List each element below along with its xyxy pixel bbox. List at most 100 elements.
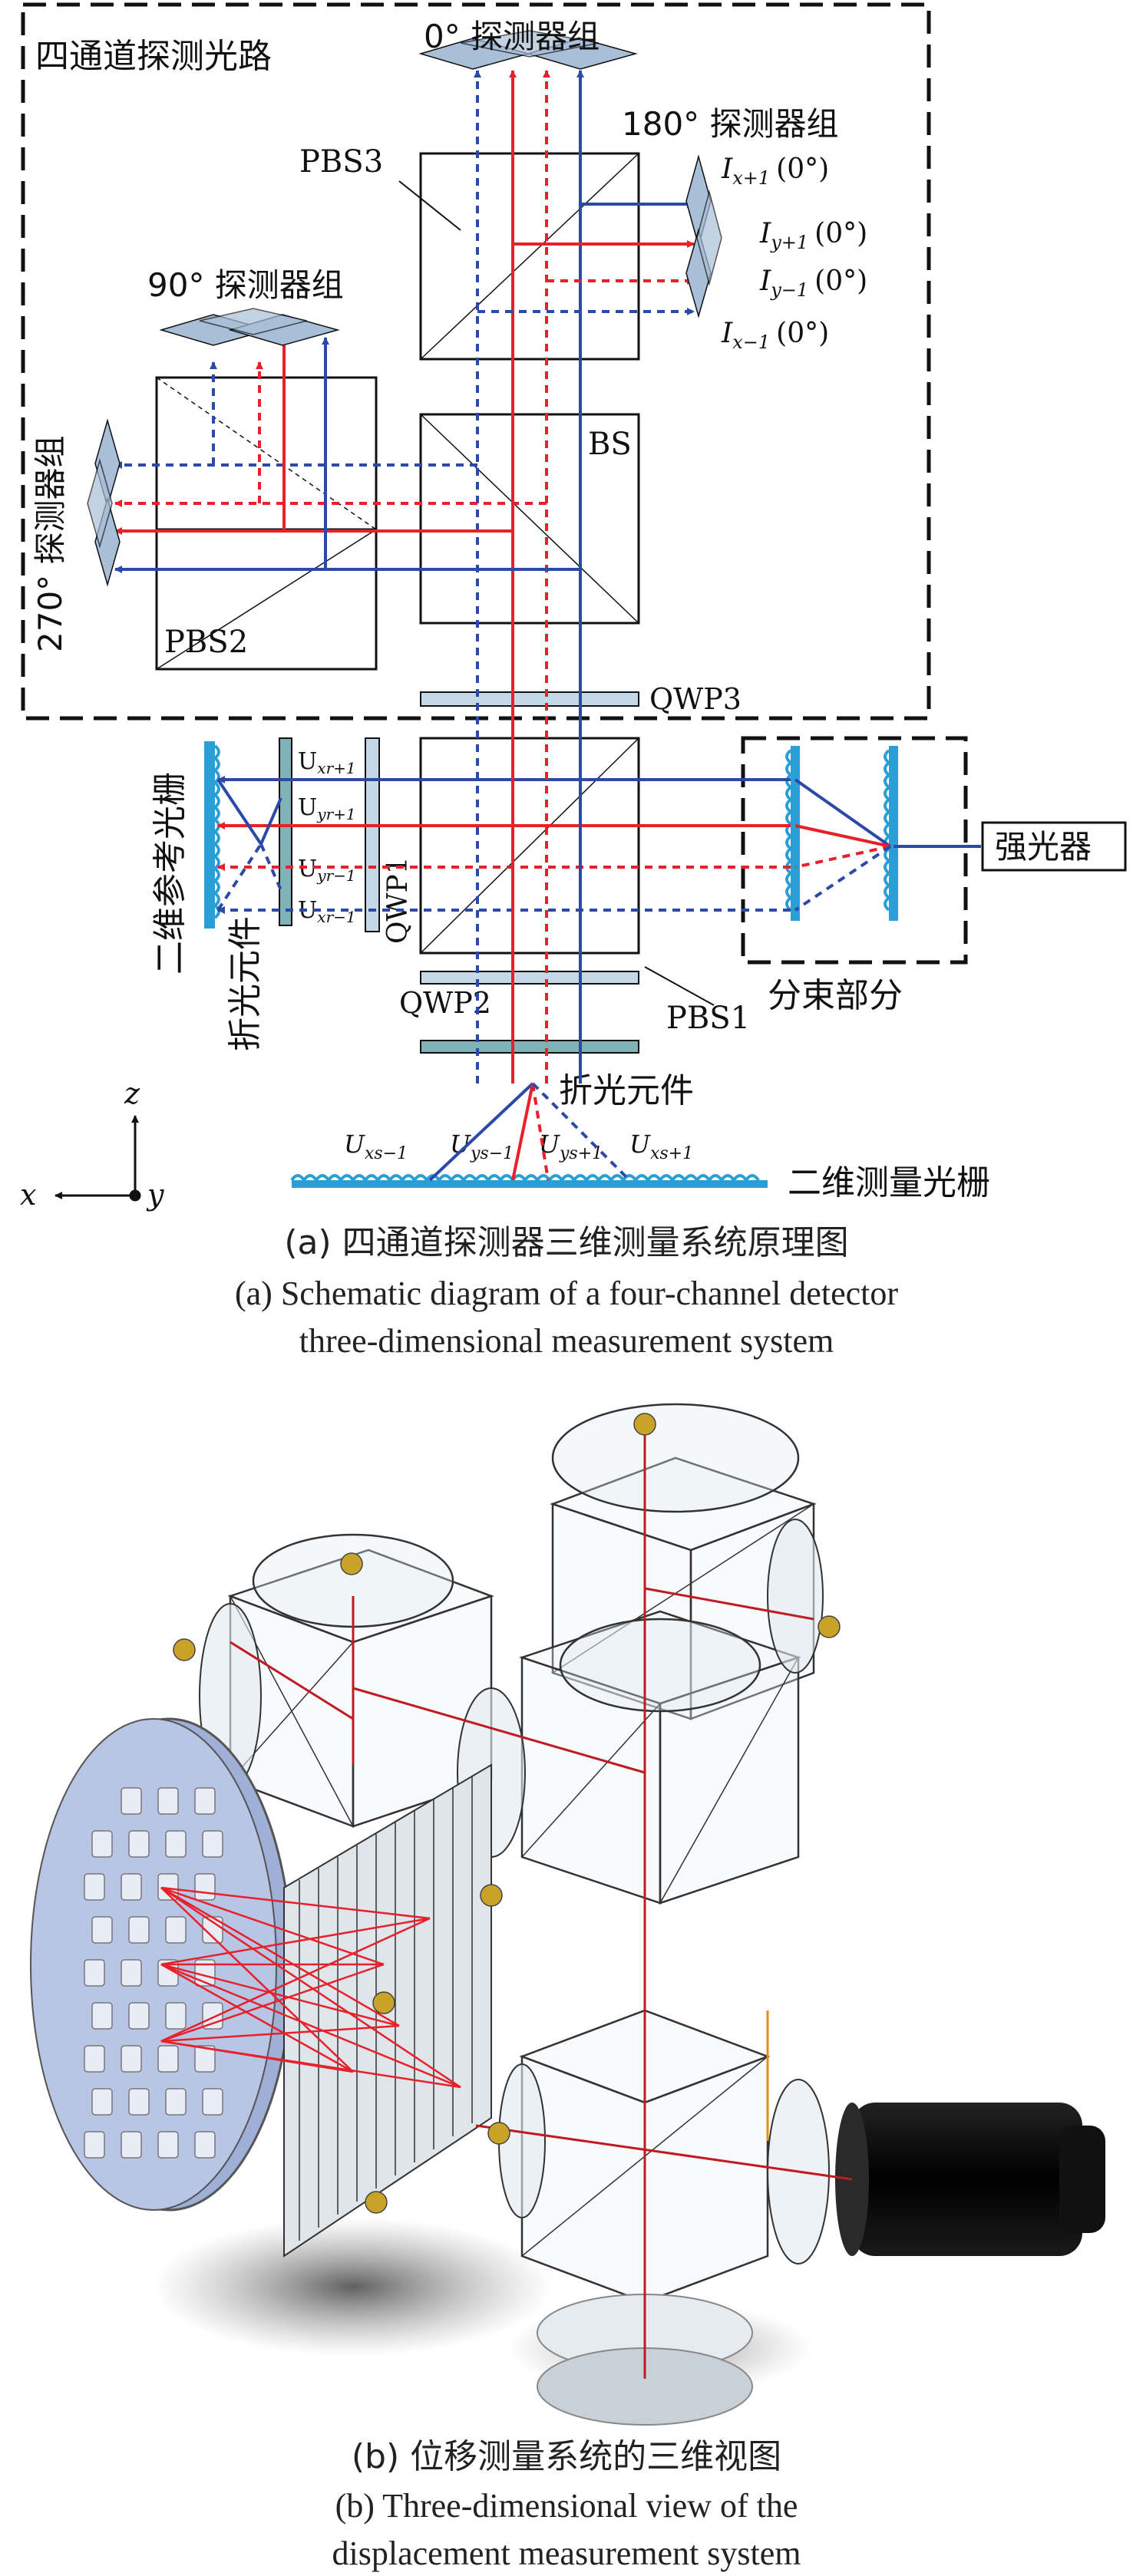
qwp2-label: QWP2	[399, 986, 491, 1020]
caption-b-cn: (b) 位移测量系统的三维视图	[352, 2437, 781, 2476]
beam-paths	[114, 70, 981, 1182]
grating-cell	[84, 2131, 105, 2159]
pbs1-leader	[644, 966, 715, 1006]
qwp1-label: QWP1	[382, 856, 414, 944]
grating-cell	[202, 2088, 223, 2116]
grating-cell	[121, 2045, 142, 2073]
measure-grating	[290, 1174, 768, 1188]
caption-a-en-2: three-dimensional measurement system	[299, 1322, 834, 1360]
grating-cell	[91, 2002, 113, 2030]
det-180-label: 180° 探测器组	[622, 105, 839, 143]
det-90-label: 90° 探测器组	[147, 266, 344, 304]
refractive-left-label: 折光元件	[226, 916, 265, 1051]
grating-cell	[194, 2131, 216, 2159]
pbs3-cube	[419, 152, 640, 361]
grating-cell	[128, 1916, 150, 1944]
u-reference-labels: Uxr+1 Uyr+1 Uyr−1 Uxr−1	[298, 748, 356, 926]
pbs2-label: PBS2	[164, 625, 248, 660]
grating-cell	[121, 1787, 142, 1815]
detector-90-group	[159, 308, 340, 346]
detector-0-group	[418, 30, 638, 70]
axes-indicator	[55, 1115, 141, 1202]
fan-beam	[160, 1963, 461, 2089]
svg-text:Uys+1: Uys+1	[539, 1130, 603, 1163]
svg-text:Uyr+1: Uyr+1	[298, 794, 356, 823]
u-measure-labels: Uxs−1 Uys−1 Uys+1 Uxs+1	[344, 1130, 693, 1163]
cube-upper-left	[227, 1533, 494, 1828]
pbs3-leader	[398, 180, 461, 231]
laser-box	[981, 821, 1127, 872]
grating-cell	[84, 1959, 105, 1987]
fan-beams	[160, 1886, 461, 2089]
axis-y-label: y	[146, 1178, 164, 1212]
beam-split-gratings	[785, 746, 898, 921]
beam-split-box	[741, 736, 968, 965]
i-labels: Ix+1(0°) Iy+1(0°) Iy−1(0°) Ix−1(0°)	[721, 153, 867, 353]
grating-cell	[157, 2131, 179, 2159]
grating-cell	[91, 1916, 113, 1944]
bs-label: BS	[588, 427, 632, 462]
svg-text:Uxr+1: Uxr+1	[298, 748, 356, 777]
photodetectors	[173, 1413, 841, 2214]
svg-text:Ix−1(0°): Ix−1(0°)	[721, 318, 829, 353]
cube-lower	[519, 2009, 771, 2304]
beam-split-label: 分束部分	[768, 976, 903, 1015]
fan-beam	[160, 1963, 385, 2043]
grating-cell	[84, 2045, 105, 2073]
fan-beam	[160, 2024, 400, 2043]
qwp1-plate	[365, 737, 380, 932]
svg-text:Uxs+1: Uxs+1	[629, 1130, 693, 1163]
grating-cell	[84, 1873, 105, 1901]
grating-cell	[165, 1830, 187, 1858]
cube-middle-right	[519, 1610, 801, 1905]
axis-z-label: z	[124, 1077, 140, 1110]
det-0-label: 0° 探测器组	[424, 18, 600, 55]
fan-beam	[160, 1886, 385, 1966]
bs-cube	[419, 413, 640, 625]
qwp2-plate-upper	[420, 971, 639, 985]
svg-text:Uxs−1: Uxs−1	[344, 1130, 408, 1163]
svg-text:Uyr−1: Uyr−1	[298, 856, 356, 885]
caption-a-en-1: (a) Schematic diagram of a four-channel …	[235, 1275, 898, 1312]
svg-text:Iy+1(0°): Iy+1(0°)	[759, 218, 867, 253]
reference-grating	[204, 741, 220, 928]
svg-text:Ix+1(0°): Ix+1(0°)	[721, 153, 829, 189]
qwp2-plate-lower	[420, 1040, 639, 1054]
svg-text:Iy−1(0°): Iy−1(0°)	[759, 266, 867, 301]
detector-270-group	[87, 418, 121, 587]
fan-beam	[160, 1887, 354, 2073]
grating-cell	[165, 2088, 187, 2116]
grating-cell	[165, 2002, 187, 2030]
pbs1-cube	[419, 737, 640, 955]
detector-180-group	[685, 154, 722, 318]
grating-cell	[202, 1830, 223, 1858]
grating-cell	[121, 2131, 142, 2159]
pbs1-label: PBS1	[666, 1001, 750, 1036]
fan-beam	[160, 1886, 461, 2089]
fan-beam	[160, 2040, 461, 2089]
qwp3-plate	[420, 691, 639, 707]
grating-cell	[128, 1830, 150, 1858]
fan-beam	[160, 1963, 400, 2027]
panel-b-3d-view: (b) 位移测量系统的三维视图 (b) Three-dimensional vi…	[30, 1403, 1105, 2572]
reference-grating-label: 二维参考光栅	[150, 772, 190, 975]
grating-cell	[128, 2002, 150, 2030]
measure-grating-label: 二维测量光栅	[788, 1163, 990, 1202]
caption-b-en-2: displacement measurement system	[332, 2535, 801, 2572]
laser-body	[835, 2103, 1105, 2256]
floor-shadow-left	[154, 2218, 553, 2356]
grating-cell	[157, 2045, 179, 2073]
caption-b-en-1: (b) Three-dimensional view of the	[335, 2487, 798, 2525]
fan-beam	[160, 1886, 400, 2027]
panel-a-schematic: 四通道探测光路 PBS3 BS PBS2 QWP3	[20, 2, 1127, 1360]
fan-beam	[160, 1886, 431, 1920]
axis-x-label: x	[20, 1178, 36, 1212]
fan-beam	[160, 1917, 431, 2043]
grating-cell	[91, 2088, 113, 2116]
pbs3-label: PBS3	[299, 144, 383, 180]
grating-cell	[194, 2045, 216, 2073]
grating-cell	[157, 1787, 179, 1815]
grating-cell	[91, 1830, 113, 1858]
fan-beam	[160, 1963, 354, 2073]
